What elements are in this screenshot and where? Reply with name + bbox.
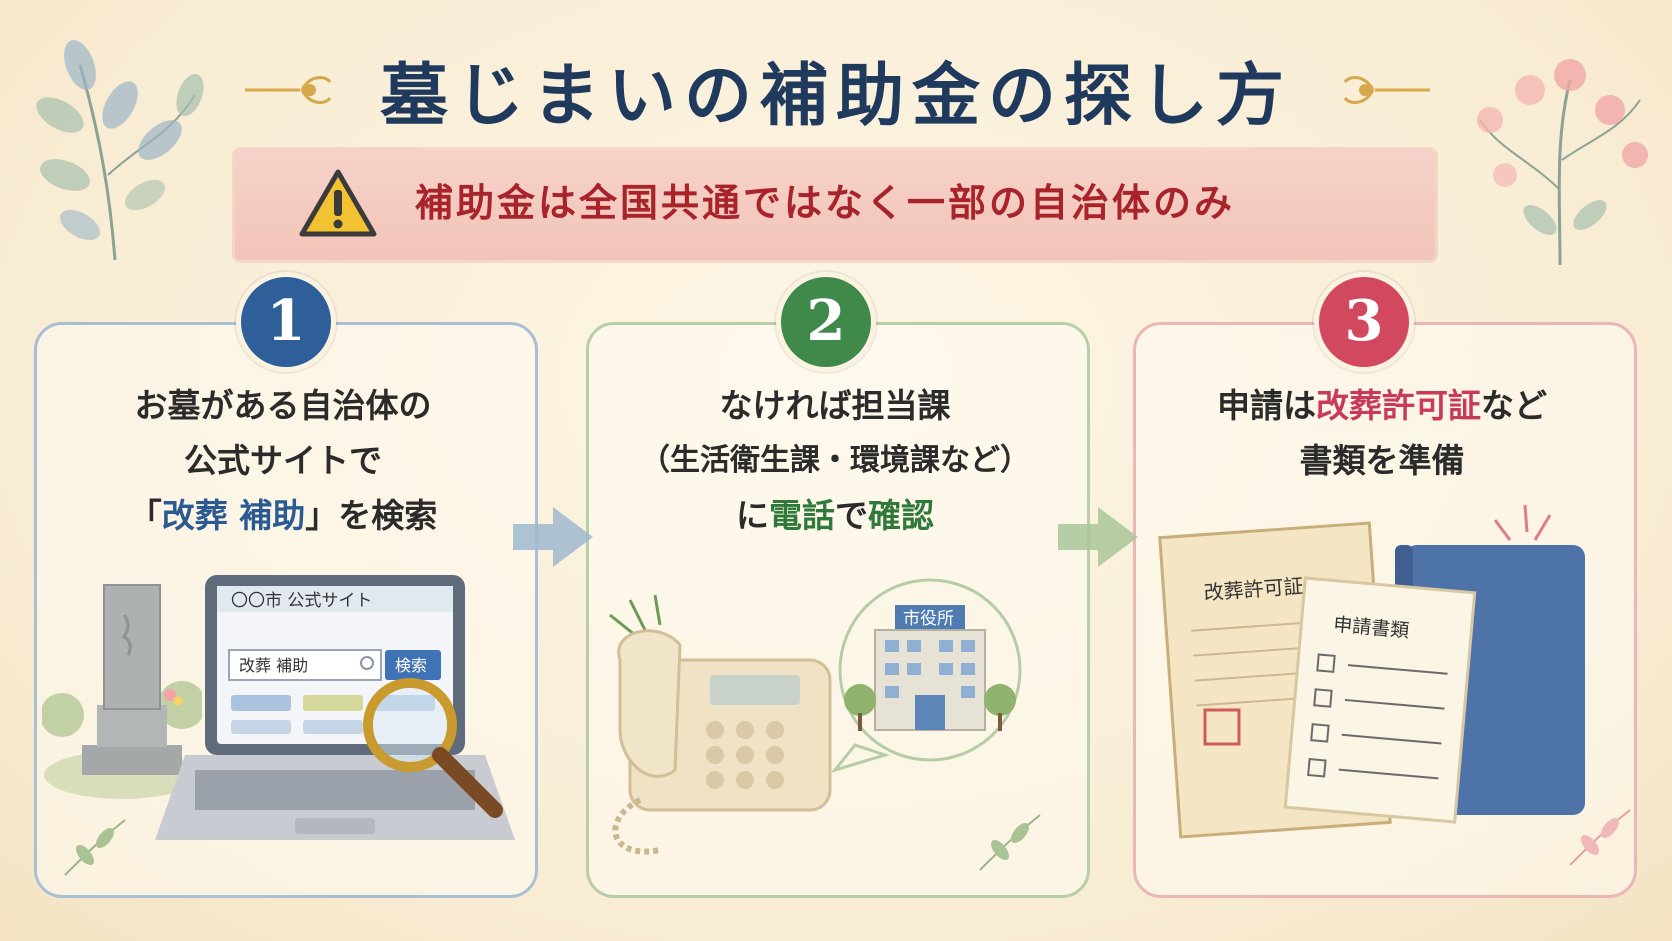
title-ornament-right xyxy=(1343,76,1430,104)
step-3-line-1: 申請は改葬許可証など xyxy=(1217,386,1547,425)
step-1-line-1: お墓がある自治体の xyxy=(134,386,432,425)
step-2-keyword-phone: 電話 xyxy=(769,496,835,535)
step-number-badge-2: 2 xyxy=(776,272,876,372)
arrow-right-icon xyxy=(513,507,593,567)
step-1-line-3: 「改葬 補助」を検索 xyxy=(128,496,438,535)
step-1-keyword: 改葬 補助 xyxy=(161,496,306,535)
telephone-illustration xyxy=(609,594,832,855)
laptop-illustration: 〇〇市 公式サイト 改葬 補助 検索 xyxy=(155,575,515,840)
sprig-decoration xyxy=(1569,809,1631,866)
city-hall-sign: 市役所 xyxy=(903,609,954,629)
leaf-decoration-left xyxy=(36,40,204,261)
notice-banner-text: 補助金は全国共通ではなく一部の自治体のみ xyxy=(415,180,1236,225)
step-2-text: なければ担当課 （生活衛生課・環境課など） に電話で確認 xyxy=(586,378,1084,543)
step-2-line-1: なければ担当課 xyxy=(719,386,951,425)
step-1-line-2: 公式サイトで xyxy=(184,441,382,480)
arrow-right-icon xyxy=(1058,507,1138,567)
step-number-badge-1: 1 xyxy=(236,272,336,372)
laptop-site-title: 〇〇市 公式サイト xyxy=(231,591,372,611)
step-2-keyword-confirm: 確認 xyxy=(868,496,934,535)
search-icon xyxy=(360,656,374,670)
city-hall-illustration: 市役所 xyxy=(830,578,1022,773)
documents-illustration: 改葬許可証 申請書類 xyxy=(1158,504,1585,839)
sprig-decoration xyxy=(979,814,1041,871)
laptop-search-text: 改葬 補助 xyxy=(239,656,308,675)
flower-decoration-right xyxy=(1477,59,1648,266)
sprig-decoration xyxy=(64,819,126,876)
page-title: 墓じまいの補助金の探し方 xyxy=(379,56,1292,136)
warning-icon xyxy=(299,169,377,237)
notice-banner xyxy=(235,150,1435,260)
step-2-line-2: （生活衛生課・環境課など） xyxy=(640,443,1030,478)
step-3-keyword: 改葬許可証 xyxy=(1316,386,1481,425)
step-3-text: 申請は改葬許可証など 書類を準備 xyxy=(1133,378,1631,488)
step-2-line-3: に電話で確認 xyxy=(736,496,934,535)
step-3-line-2: 書類を準備 xyxy=(1299,441,1465,480)
step-number-badge-3: 3 xyxy=(1314,272,1414,372)
grave-illustration xyxy=(42,584,202,799)
laptop-search-button: 検索 xyxy=(395,656,427,675)
seal-stamp-icon xyxy=(1203,708,1241,746)
title-ornament-left xyxy=(245,76,332,104)
step-1-text: お墓がある自治体の 公式サイトで 「改葬 補助」を検索 xyxy=(34,378,532,543)
